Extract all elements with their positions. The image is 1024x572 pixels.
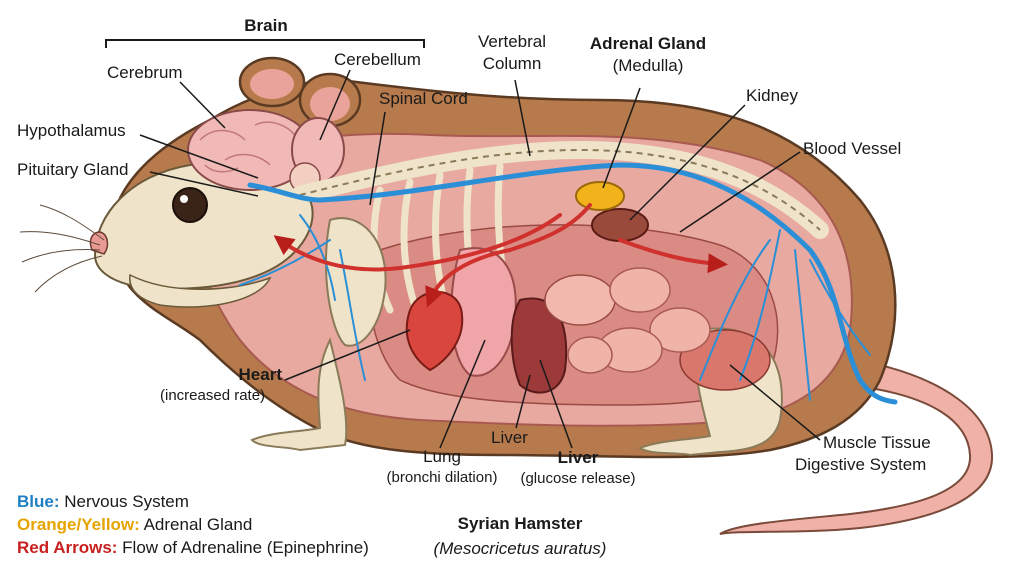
lung-sub-label: (bronchi dilation) <box>386 469 498 486</box>
digestive-system-label: Digestive System <box>795 455 927 474</box>
nervous-system <box>247 162 898 405</box>
kidney-label: Kidney <box>746 86 798 105</box>
liver-sub-label: (glucose release) <box>520 470 636 487</box>
adrenal-sub-label: (Medulla) <box>612 56 684 75</box>
adrenal-gland-label: Adrenal Gland <box>589 34 707 53</box>
legend-red-text: Flow of Adrenaline (Epinephrine) <box>117 538 369 557</box>
pituitary-label: Pituitary Gland <box>17 160 129 179</box>
kidney <box>591 208 649 242</box>
brain-label: Brain <box>244 16 288 35</box>
lung-label: Lung <box>423 447 461 466</box>
hypothalamus-label: Hypothalamus <box>17 121 126 140</box>
adrenal-gland <box>575 181 625 211</box>
blood-vessel-label: Blood Vessel <box>803 139 902 158</box>
eye-highlight <box>180 195 188 203</box>
ear-back-inner <box>310 87 350 121</box>
caption-common-name: Syrian Hamster <box>457 514 583 533</box>
adrenaline-flow <box>273 203 728 308</box>
ear-front-inner <box>250 69 294 99</box>
vertebral-label-2: Column <box>482 54 542 73</box>
nose <box>89 231 109 255</box>
intestines <box>567 267 711 374</box>
liver-label: Liver <box>491 428 528 447</box>
legend-orange-key: Orange/Yellow: <box>17 515 140 534</box>
legend-red: Red Arrows: Flow of Adrenaline (Epinephr… <box>17 537 369 559</box>
legend-red-key: Red Arrows: <box>17 538 118 557</box>
muscle-tissue-label: Muscle Tissue <box>823 433 931 452</box>
heart-label: Heart <box>238 365 282 384</box>
vertebral-label-1: Vertebral <box>477 32 547 51</box>
cerebellum-label: Cerebellum <box>334 50 421 69</box>
stomach <box>544 274 616 326</box>
cerebrum-label: Cerebrum <box>107 63 183 82</box>
front-leg <box>250 337 348 452</box>
caption-scientific-name: (Mesocricetus auratus) <box>433 539 607 558</box>
leader-lines <box>139 69 821 449</box>
tail <box>719 363 994 535</box>
eye <box>172 187 208 223</box>
legend-orange: Orange/Yellow: Adrenal Gland <box>17 514 252 536</box>
jaw <box>129 273 272 308</box>
spinal-cord-label: Spinal Cord <box>379 89 468 108</box>
liver-glucose-label: Liver <box>557 448 599 467</box>
legend-blue-text: Nervous System <box>59 492 189 511</box>
legend-orange-text: Adrenal Gland <box>139 515 253 534</box>
whiskers <box>19 204 105 293</box>
nerve-branches <box>239 214 871 401</box>
brain-bracket <box>105 39 425 48</box>
legend-blue-key: Blue: <box>17 492 60 511</box>
vertebral-column-outline <box>299 148 821 231</box>
heart-sub-label: (increased rate) <box>160 387 266 404</box>
legend-blue: Blue: Nervous System <box>17 491 189 513</box>
